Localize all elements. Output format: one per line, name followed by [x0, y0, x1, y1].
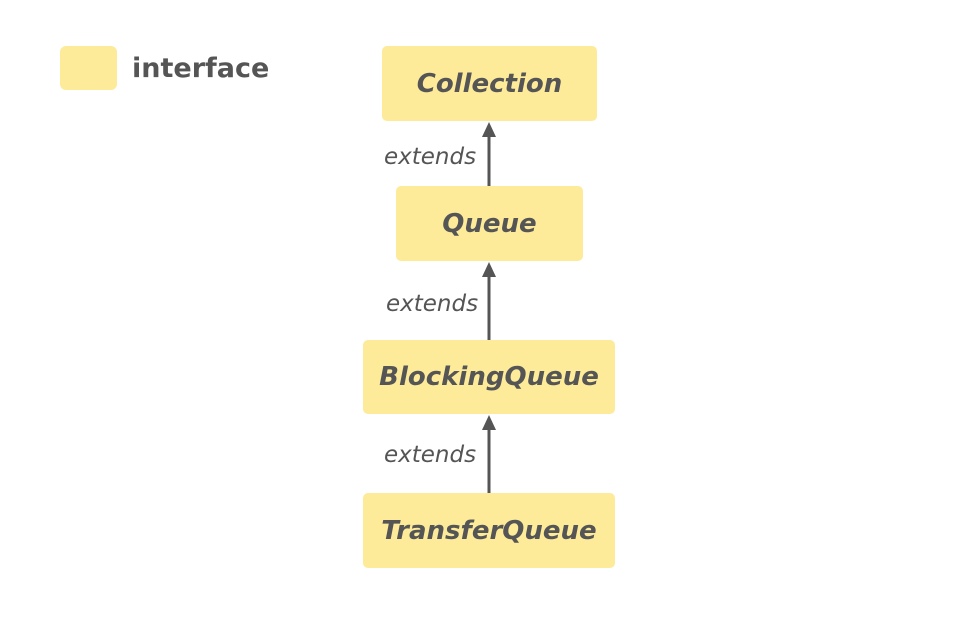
- arrowhead-queue: [482, 262, 496, 277]
- edge-label-extends: extends: [384, 442, 477, 468]
- legend-swatch: [60, 46, 117, 90]
- edge-label-extends: extends: [386, 291, 479, 317]
- edge-label-extends: extends: [384, 144, 477, 170]
- arrowhead-blocking: [482, 415, 496, 430]
- node-collection: Collection: [382, 46, 597, 121]
- node-transfer-queue: TransferQueue: [363, 493, 615, 568]
- arrowhead-collection: [482, 122, 496, 137]
- node-queue: Queue: [396, 186, 583, 261]
- node-blocking-queue: BlockingQueue: [363, 340, 615, 414]
- legend-label: interface: [132, 53, 270, 84]
